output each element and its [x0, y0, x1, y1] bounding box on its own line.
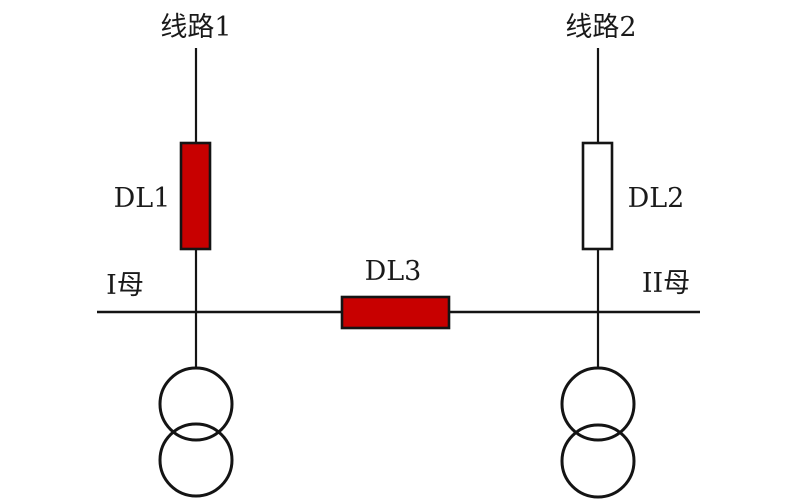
transformer2-secondary-circle: [560, 423, 636, 499]
transformer1-primary-circle: [158, 366, 234, 442]
label-breaker-dl2: DL2: [628, 183, 685, 214]
breaker-dl2: [581, 141, 614, 251]
label-bus1: I母: [106, 270, 144, 301]
label-line2: 线路2: [565, 12, 636, 43]
breaker-dl1: [179, 141, 212, 251]
label-breaker-dl3: DL3: [365, 256, 422, 287]
label-bus2: II母: [642, 268, 690, 299]
label-line1: 线路1: [160, 12, 231, 43]
transformer2-primary-circle: [560, 366, 636, 442]
breaker-dl3-bus-tie: [340, 295, 451, 330]
transformer1-secondary-circle: [158, 422, 234, 498]
label-breaker-dl1: DL1: [114, 183, 171, 214]
